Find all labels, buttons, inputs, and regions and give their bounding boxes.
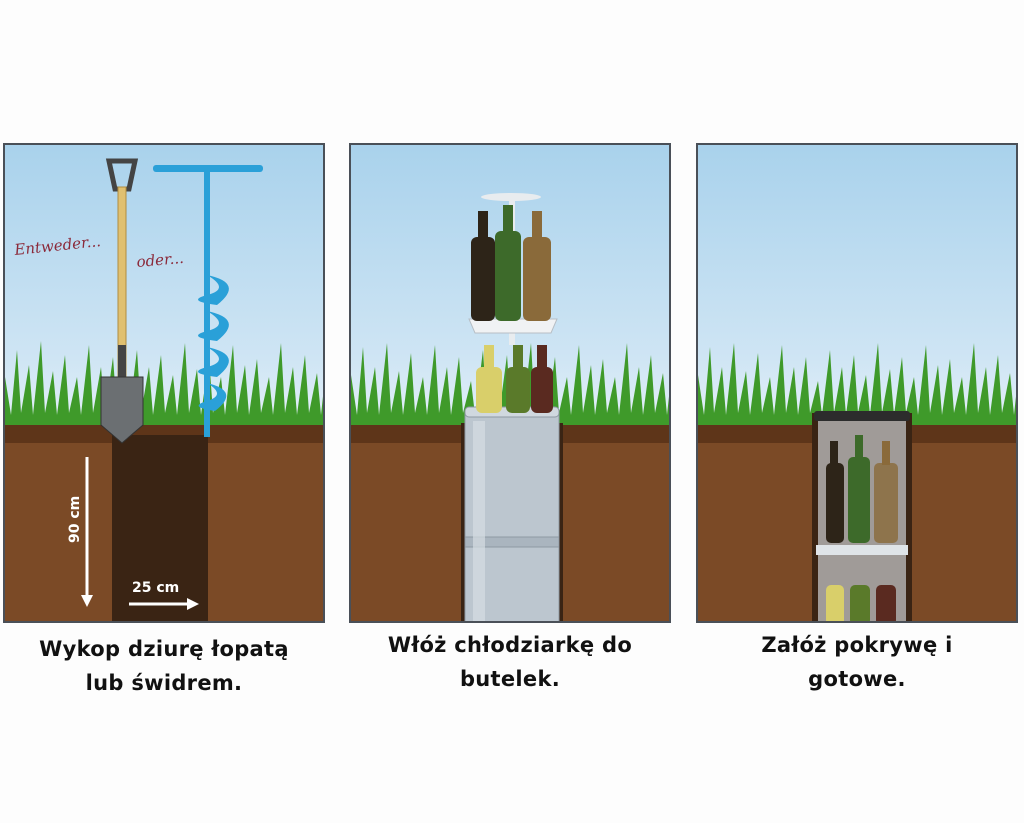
shovel-icon [100,158,144,444]
step-3-caption-line-2: gotowe. [808,667,906,691]
step-2-illustration [351,193,669,621]
depth-label: 90 cm [67,496,83,543]
step-1-caption-line-1: Wykop dziurę łopatą [39,637,289,661]
auger-icon [153,165,263,437]
step-3-illustration [698,343,1016,621]
width-arrow [129,598,199,610]
handwriting-right: oder... [136,249,185,271]
step-1-illustration: Entweder... oder... 90 cm 25 cm [5,158,323,621]
depth-arrow [81,457,93,607]
dug-hole [112,435,208,621]
step-3-panel [696,143,1018,623]
cooler-tube [464,406,560,621]
step-3-caption: Załóż pokrywę i gotowe. [696,628,1018,696]
grass [698,343,1016,425]
step-2-caption: Włóż chłodziarkę do butelek. [349,628,671,696]
grass [351,343,669,425]
step-1-panel: Entweder... oder... 90 cm 25 cm [3,143,325,623]
step-2-panel [349,143,671,623]
step-1-caption-line-2: lub świdrem. [85,671,243,695]
step-2-caption-line-1: Włóż chłodziarkę do [387,633,633,657]
upper-bottles [471,205,551,321]
step-3-caption-line-1: Załóż pokrywę i [761,633,953,657]
step-1-caption: Wykop dziurę łopatą lub świdrem. [3,632,325,700]
grass [5,341,323,425]
width-label: 25 cm [132,580,179,596]
step-2-caption-line-2: butelek. [459,667,561,691]
handwriting-left: Entweder... [13,232,102,259]
lower-bottles [476,345,553,413]
cooler-with-lid [814,411,910,621]
